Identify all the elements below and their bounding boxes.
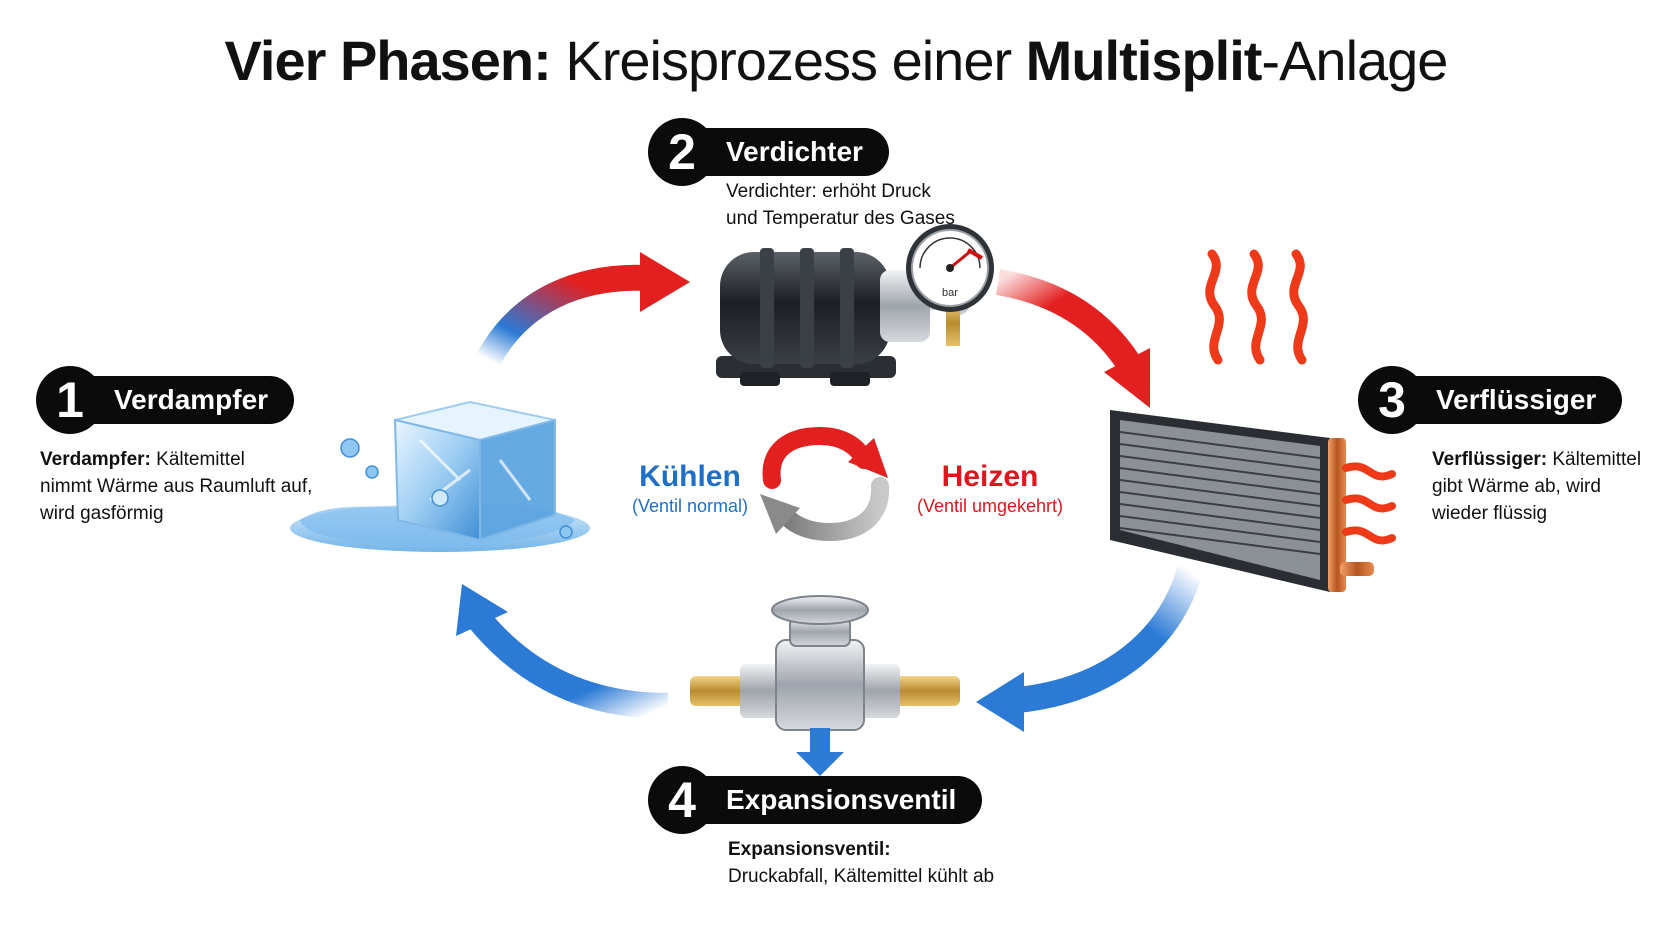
mode-heating-label: Heizen [941,460,1039,493]
phase-1-description: Verdampfer: Kältemittel nimmt Wärme aus … [40,446,312,527]
title-part-1: Vier Phasen: [224,29,552,92]
title-part-4: -Anlage [1261,29,1448,92]
phase-2-number: 2 [648,118,716,186]
expansion-valve-icon [690,595,960,776]
phase-1-desc-line1: Kältemittel [150,449,245,470]
ice-cube-icon [290,400,590,552]
phase-4-description: Expansionsventil: Druckabfall, Kältemitt… [728,836,994,890]
phase-2-label: Verdichter [698,128,889,176]
phase-1-desc-bold: Verdampfer: [40,449,151,470]
reversing-valve-icon [760,426,890,542]
mode-heating-note: (Ventil umgekehrt) [916,496,1064,516]
phase-3-badge: 3 Verflüssiger [1358,366,1623,434]
mode-cooling-label: Kühlen [639,460,741,493]
mode-heating: Heizen (Ventil umgekehrt) [900,460,1080,518]
mode-cooling: Kühlen (Ventil normal) [610,460,770,518]
arrow-compressor-to-condenser [995,269,1150,408]
phase-3-desc-line1: Kältemittel [1547,449,1642,470]
phase-2-desc-line1: Verdichter: erhöht Druck [726,181,931,202]
condenser-icon [1110,249,1396,592]
phase-1-label: Verdampfer [86,376,295,424]
phase-3-number: 3 [1358,366,1426,434]
mode-cooling-note: (Ventil normal) [631,496,749,516]
arrow-valve-to-evaporator [456,584,669,719]
compressor-icon: bar [716,224,994,386]
title-part-2: Kreisprozess einer [550,29,1026,92]
phase-2-badge: 2 Verdichter [648,118,889,186]
phase-3-desc-line3: wieder flüssig [1432,503,1548,524]
phase-4-desc-bold: Expansionsventil: [728,839,891,860]
phase-3-description: Verflüssiger: Kältemittel gibt Wärme ab,… [1432,446,1641,527]
phase-4-number: 4 [648,766,716,834]
phase-1-desc-line3: wird gasförmig [40,503,164,524]
phase-1-desc-line2: nimmt Wärme aus Raumluft auf, [40,476,313,497]
phase-1-badge: 1 Verdampfer [36,366,295,434]
phase-4-desc-line2: Druckabfall, Kältemittel kühlt ab [728,866,995,887]
phase-3-desc-line2: gibt Wärme ab, wird [1432,476,1601,497]
phase-3-label: Verflüssiger [1408,376,1623,424]
phase-1-number: 1 [36,366,104,434]
phase-4-badge: 4 Expansionsventil [648,766,983,834]
phase-2-desc-line2: und Temperatur des Gases [726,208,955,229]
phase-4-label: Expansionsventil [698,776,983,824]
phase-3-desc-bold: Verflüssiger: [1432,449,1548,470]
arrow-evaporator-to-compressor [476,252,690,367]
arrow-condenser-to-valve [976,566,1203,732]
gauge-unit: bar [942,287,958,299]
title-part-3: Multisplit [1025,29,1263,92]
phase-2-description: Verdichter: erhöht Druck und Temperatur … [726,178,955,232]
page-title: Vier Phasen: Kreisprozess einer Multispl… [0,26,1672,96]
